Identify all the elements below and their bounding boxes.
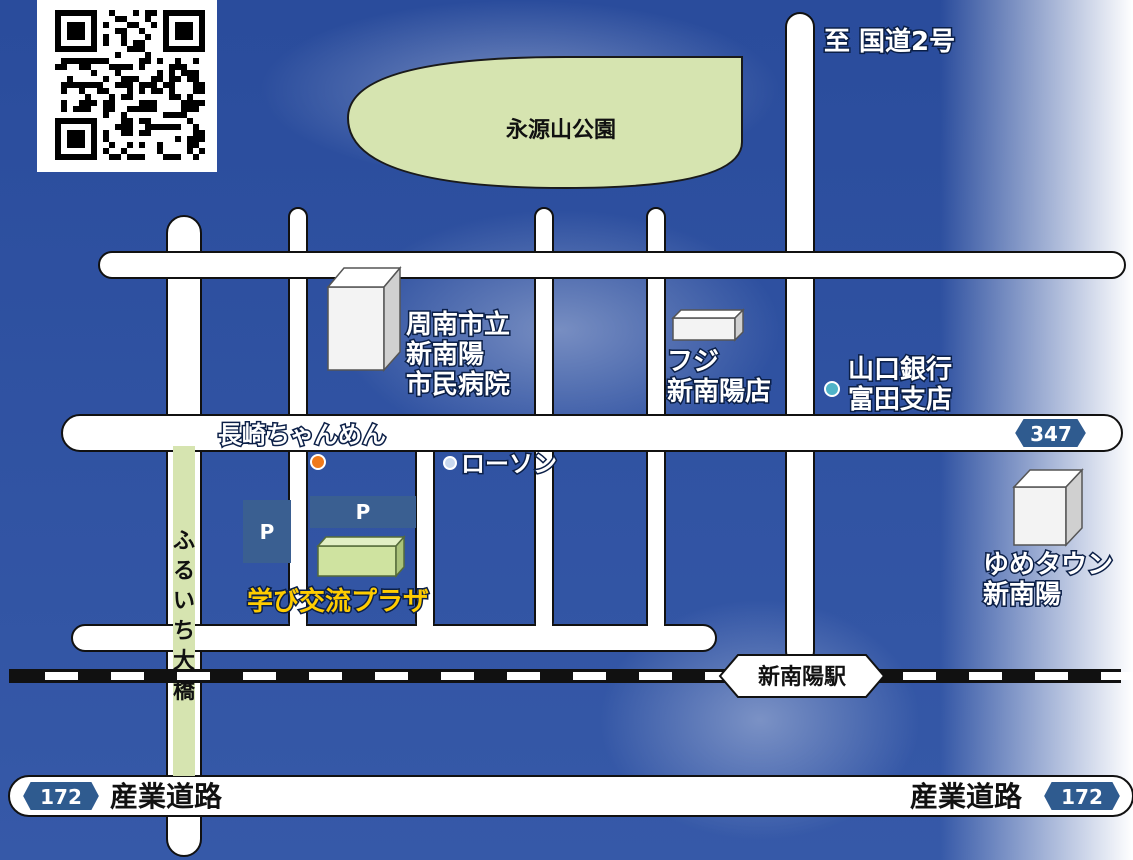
bank-line-1: 山口銀行 [848, 354, 952, 385]
park-label: 永源山公園 [506, 117, 616, 143]
hospital-line-3: 市民病院 [406, 369, 510, 400]
road-h-industrial [8, 775, 1133, 817]
route-172-number-left: 172 [40, 785, 82, 809]
route-347-shield: 347 [1012, 417, 1089, 449]
station-label: 新南陽駅 [758, 664, 846, 690]
parking-lot-left [243, 500, 291, 563]
bank-marker [824, 381, 840, 397]
route-172-shield-left: 172 [20, 780, 102, 812]
bridge-label-char: る [173, 559, 195, 584]
road-h-347 [61, 414, 1123, 452]
parking-label-top: P [356, 500, 371, 524]
bridge-label-char: い [173, 589, 195, 614]
hospital-building [326, 265, 402, 372]
route-347-number: 347 [1030, 422, 1072, 446]
hospital-line-2: 新南陽 [406, 339, 484, 370]
road-h-top [98, 251, 1126, 279]
route-172-number-right: 172 [1061, 785, 1103, 809]
youme-town-building [1012, 468, 1084, 547]
bridge-strip [173, 446, 195, 776]
youme-line-2: 新南陽 [983, 579, 1061, 610]
fuji-line-1: フジ [667, 347, 719, 377]
hospital-line-1: 周南市立 [406, 309, 510, 340]
youme-line-1: ゆめタウン [983, 550, 1113, 580]
direction-label: 至 国道2号 [824, 26, 955, 57]
bridge-label-char: 橋 [173, 679, 196, 704]
industrial-road-label-left: 産業道路 [110, 780, 223, 813]
road-h-lower [71, 624, 717, 652]
bank-line-2: 富田支店 [848, 384, 952, 415]
ramen-label: 長崎ちゃんめん [218, 421, 386, 449]
station-sign: 新南陽駅 [718, 654, 886, 698]
qr-code [37, 0, 217, 172]
ramen-marker [310, 454, 326, 470]
fuji-building [671, 308, 745, 342]
bridge-label-char: 大 [173, 649, 195, 674]
road-v-6 [785, 12, 815, 666]
route-172-shield-right: 172 [1041, 780, 1123, 812]
plaza-label: 学び交流プラザ [247, 586, 429, 617]
park-area [346, 56, 743, 190]
railway-line [9, 669, 1133, 683]
lawson-marker [443, 456, 457, 470]
parking-lot-top [310, 496, 416, 528]
industrial-road-label-right: 産業道路 [910, 780, 1023, 813]
fuji-line-2: 新南陽店 [667, 376, 771, 407]
bridge-label-char: ち [173, 619, 195, 644]
plaza-building [316, 535, 406, 578]
road-junctions [168, 253, 813, 815]
parking-label-left: P [260, 520, 275, 544]
bridge-label-char: ふ [173, 529, 195, 554]
lawson-label: ローソン [461, 450, 557, 478]
